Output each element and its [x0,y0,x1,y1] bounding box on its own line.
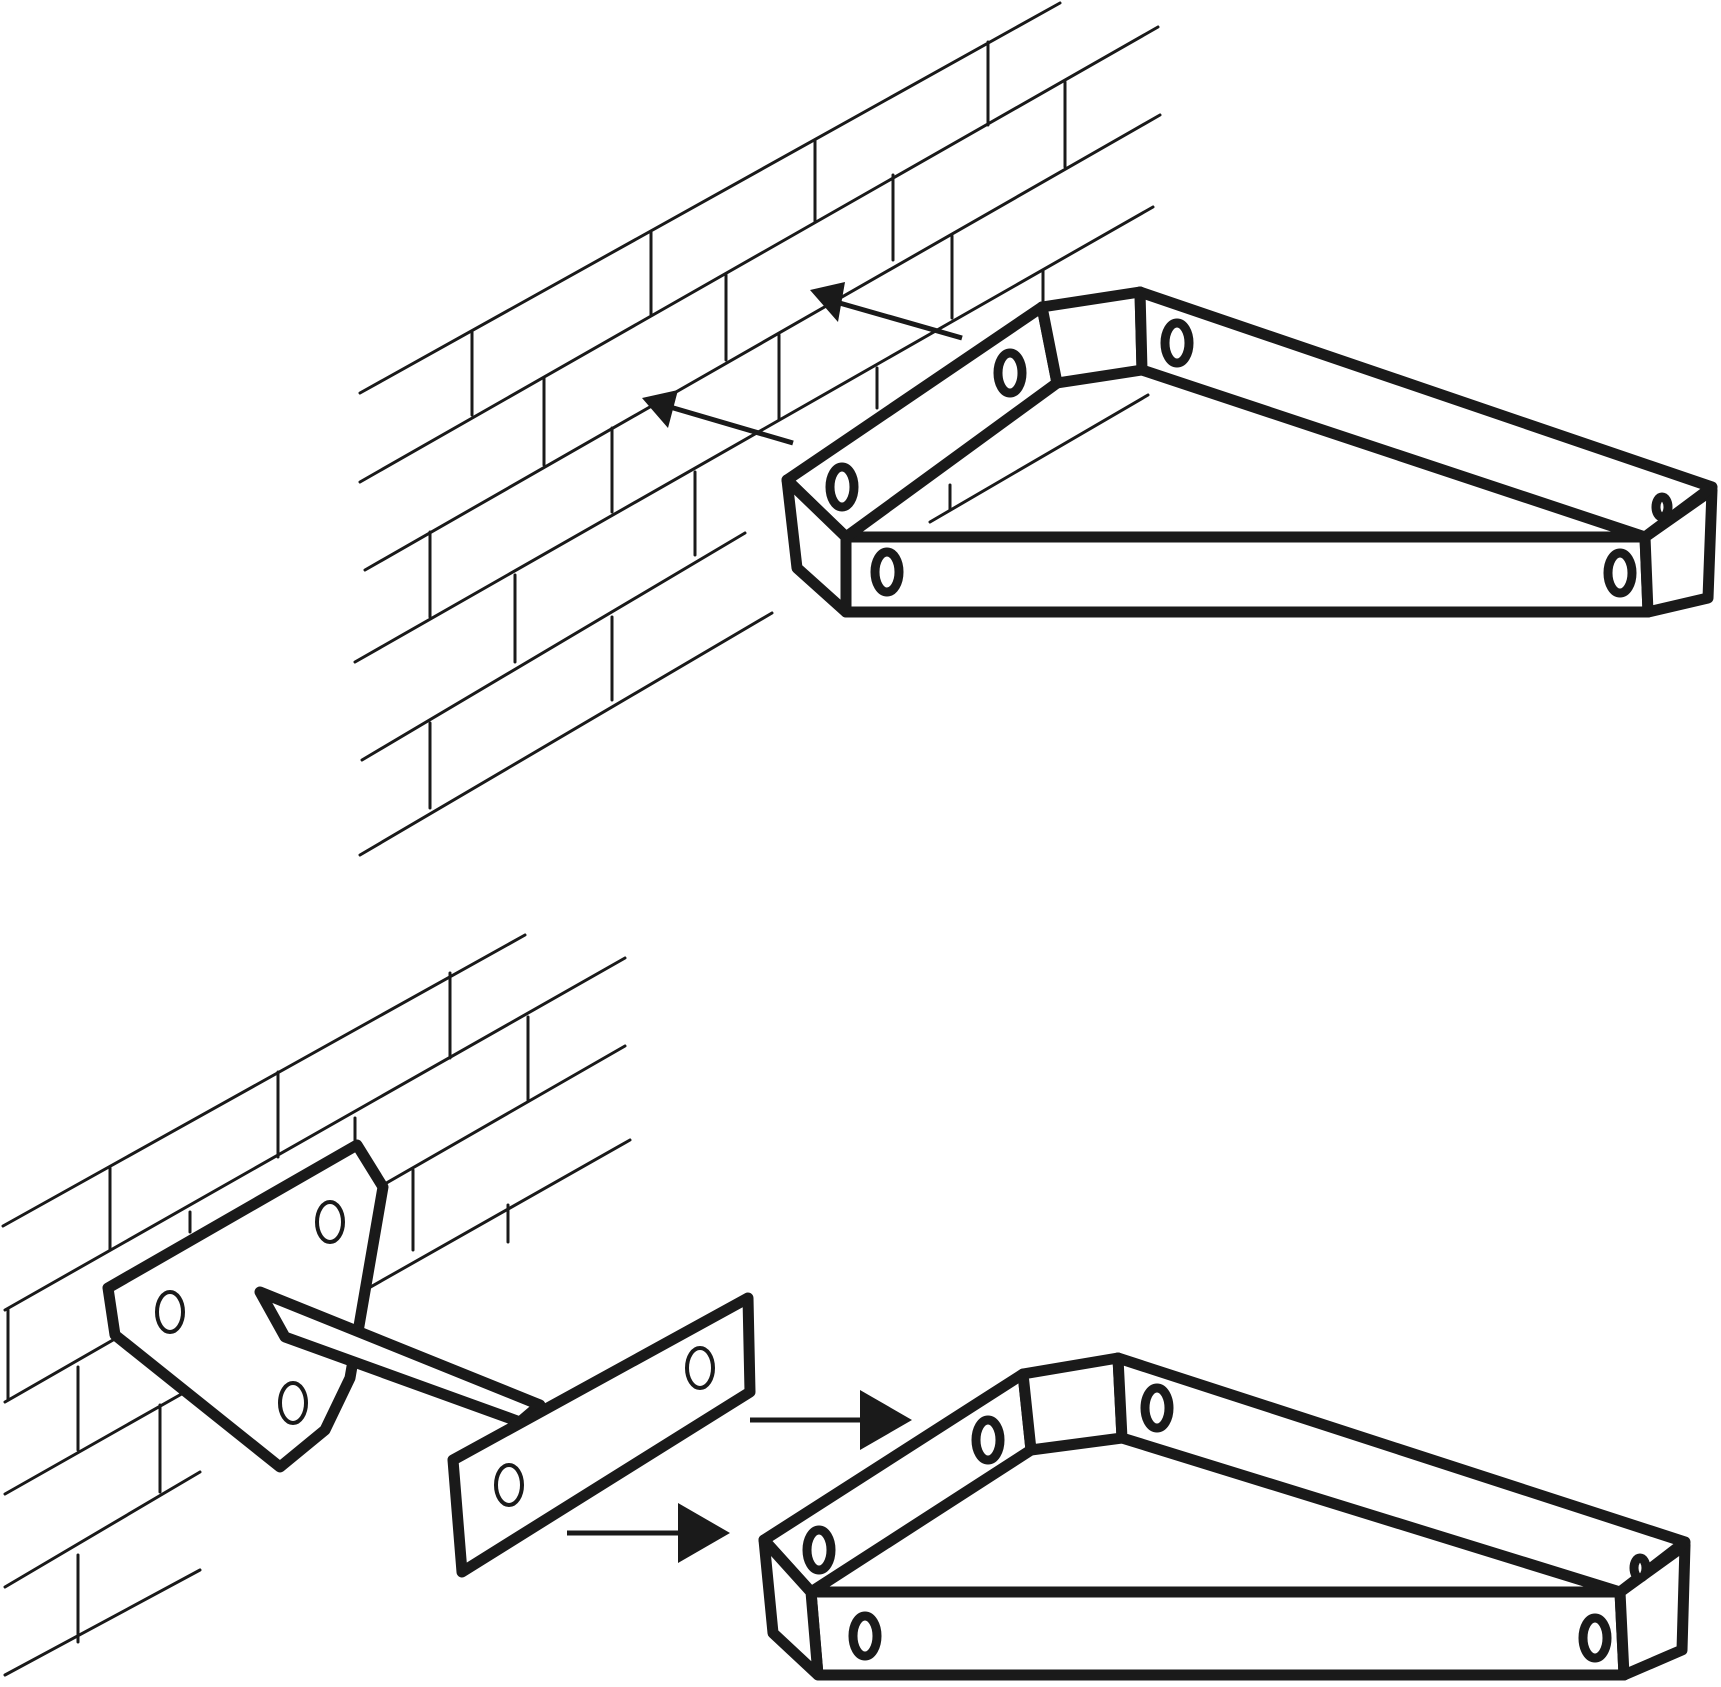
brick-wall-top [353,1,1162,857]
slide-arrow-upper [750,1390,912,1450]
wall-bracket [102,1139,546,1473]
slide-arrow-lower [567,1503,730,1563]
corner-shelf-top [781,286,1718,618]
mount-arrow-lower [642,390,794,446]
panel-step-1 [353,1,1718,857]
corner-shelf-bottom [758,1352,1691,1681]
panel-step-2 [1,933,1691,1681]
mount-arrow-upper [810,282,963,341]
bracket-arm [447,1292,756,1578]
